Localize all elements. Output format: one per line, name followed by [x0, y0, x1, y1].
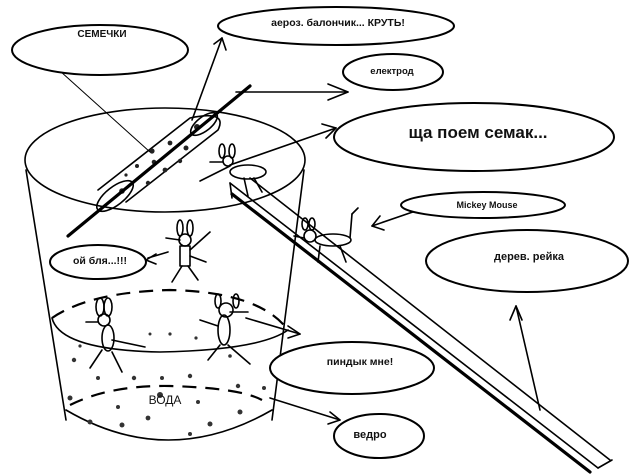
- bucket-left-wall: [25, 169, 67, 421]
- electrode-rod: [66, 84, 252, 238]
- label-electrode: електрод: [370, 66, 413, 77]
- callout-bucket: ведро: [333, 413, 425, 459]
- wooden-plank: [229, 177, 613, 474]
- label-mickey: Mickey Mouse: [456, 200, 517, 210]
- water-debris: [67, 332, 266, 436]
- drowning-mouse-right: [199, 293, 251, 365]
- callout-seeds: СЕМЕЧКИ: [11, 24, 189, 76]
- label-falling-mouse: ой бля...!!!: [73, 255, 127, 267]
- callout-wooden-plank: дерев. рейка: [425, 229, 629, 293]
- label-seeds: СЕМЕЧКИ: [77, 29, 126, 40]
- callout-mouse-thought: ща поем семак...: [333, 102, 615, 172]
- water-surface-back: [51, 288, 289, 331]
- pointer-arrows: [49, 37, 541, 425]
- label-mouse-thought: ща поем семак...: [408, 123, 547, 142]
- label-bucket: ведро: [353, 429, 386, 441]
- callout-drowning: пиндык мне!: [269, 341, 435, 395]
- callout-spray-can: аероз. балончик... КРУТЬ!: [217, 6, 455, 46]
- bucket-rim: [24, 107, 306, 213]
- label-spray-can: аероз. балончик... КРУТЬ!: [271, 17, 405, 29]
- bucket-bottom-back: [69, 384, 263, 406]
- bucket-bottom: [65, 409, 273, 441]
- mickey-mouse: [293, 207, 359, 263]
- label-water: ВОДА: [149, 393, 182, 407]
- spray-can: [95, 111, 221, 213]
- callout-falling-mouse: ой бля...!!!: [49, 244, 147, 280]
- drowning-mouse-left: [85, 297, 146, 373]
- mouse-on-rim: [199, 143, 267, 197]
- callout-electrode: електрод: [342, 53, 444, 91]
- label-wooden-plank: дерев. рейка: [494, 251, 565, 263]
- water-surface-front: [51, 317, 289, 353]
- falling-mouse: [165, 219, 211, 283]
- callout-mickey: Mickey Mouse: [400, 191, 566, 219]
- label-drowning: пиндык мне!: [327, 356, 393, 368]
- seeds-on-can: [119, 124, 200, 194]
